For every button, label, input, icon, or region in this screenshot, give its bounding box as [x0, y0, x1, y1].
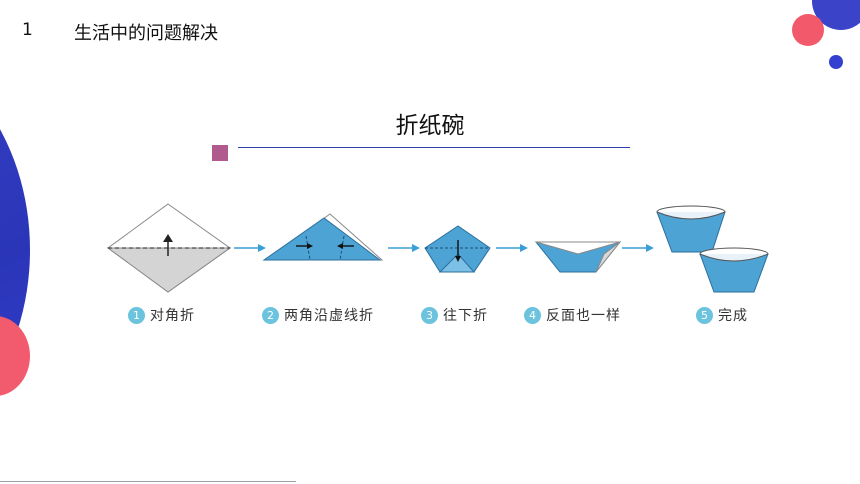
arrow-right-icon: [622, 244, 654, 252]
step-number-badge: 2: [262, 306, 279, 324]
title-marker: [212, 145, 228, 161]
step-text: 完成: [718, 308, 748, 324]
step-label: 4 反面也一样: [524, 305, 621, 325]
step-text: 两角沿虚线折: [284, 308, 374, 324]
step-text: 对角折: [150, 308, 195, 324]
arrow-right-icon: [234, 244, 266, 252]
step4-figure: [534, 241, 622, 273]
step-text: 往下折: [443, 308, 488, 324]
step-label: 3 往下折: [421, 305, 488, 325]
step-text: 反面也一样: [546, 308, 621, 324]
title-divider: [238, 147, 630, 148]
step-label: 1 对角折: [128, 305, 195, 325]
step-label: 2 两角沿虚线折: [262, 305, 374, 325]
decorative-circle: [0, 316, 30, 396]
step3-figure: [424, 225, 491, 273]
step-number-badge: 5: [696, 306, 713, 324]
step5-figure: [656, 205, 769, 293]
step-number-badge: 1: [128, 306, 145, 324]
decorative-circle: [792, 14, 824, 46]
step-label: 5 完成: [696, 305, 748, 325]
slide-title: 折纸碗: [395, 113, 465, 139]
footer-divider: [0, 481, 296, 482]
step1-figure: [106, 203, 232, 293]
step2-figure: [262, 213, 384, 261]
folding-diagram: [106, 203, 769, 293]
page-number: 1: [22, 20, 33, 40]
arrow-right-icon: [388, 244, 420, 252]
decorative-dot: [829, 55, 843, 69]
step-number-badge: 4: [524, 306, 541, 324]
arrow-right-icon: [496, 244, 528, 252]
step-number-badge: 3: [421, 306, 438, 324]
decorative-arc: [0, 40, 30, 460]
header-title: 生活中的问题解决: [74, 23, 218, 44]
